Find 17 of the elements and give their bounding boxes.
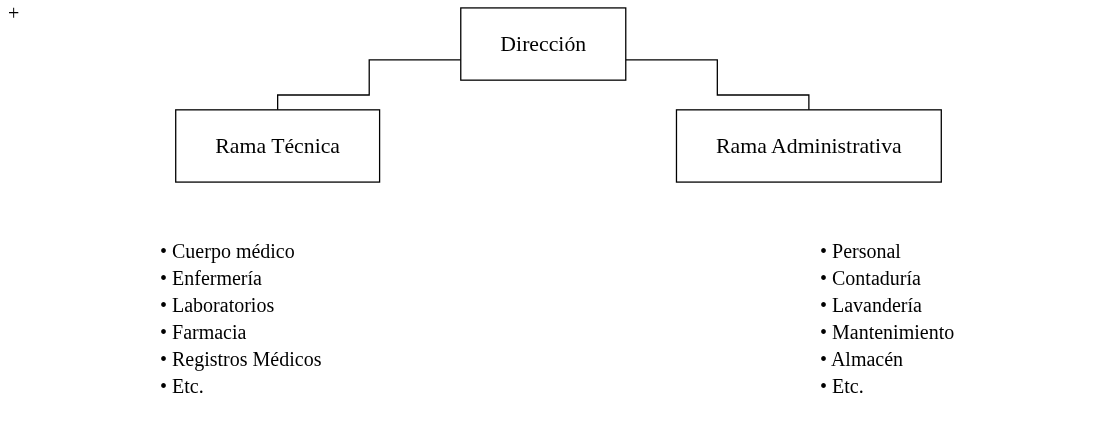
node-box: Rama Administrativa [675, 109, 942, 183]
list-item: • Personal [820, 239, 902, 264]
list-item: • Farmacia [160, 320, 248, 345]
list-item: • Registros Médicos [160, 347, 322, 373]
list-item: • Cuerpo médico [160, 239, 296, 265]
list-item: • Contaduría [820, 266, 922, 291]
plus-sign: + [8, 2, 20, 25]
list-item: • Almacén [820, 347, 905, 372]
list-item: • Laboratorios [160, 293, 276, 318]
list-item: • Enfermería [160, 266, 263, 291]
list-item: • Etc. [820, 374, 865, 399]
list-item: • Mantenimiento [820, 320, 955, 345]
list-item: • Lavandería [820, 293, 923, 318]
node-box: Dirección [460, 7, 627, 81]
list-item: • Etc. [160, 374, 205, 399]
node-box: Rama Técnica [175, 109, 381, 183]
connector [625, 59, 810, 111]
